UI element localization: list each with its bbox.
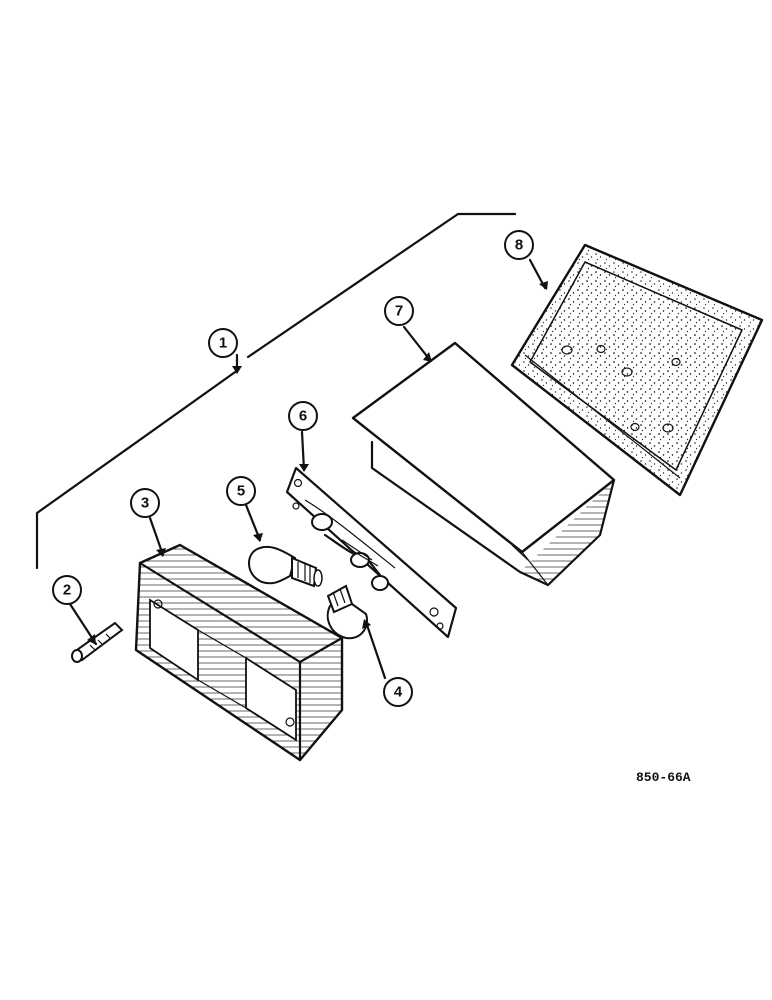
part-3-lens [134,543,344,762]
callout-2-label: 2 [63,582,71,599]
callout-8: 8 [504,230,534,260]
part-2-screw [71,621,124,663]
callout-6-label: 6 [299,408,307,425]
part-8-mounting-tray [510,243,764,497]
callout-2: 2 [52,575,82,605]
callout-7-label: 7 [395,303,403,320]
part-4-bulb [326,584,368,640]
drawing-code: 850-66A [636,770,691,785]
assembly-bracket-line [35,212,517,570]
callout-3-label: 3 [141,495,149,512]
callout-1-label: 1 [219,335,227,352]
callout-5-label: 5 [237,483,245,500]
arrowheads [87,281,548,645]
leader-lines [68,258,547,680]
callout-4: 4 [383,677,413,707]
callout-1: 1 [208,328,238,358]
callout-8-label: 8 [515,237,523,254]
callout-6: 6 [288,401,318,431]
part-5-bulb [248,546,323,588]
part-6-bulb-holder-plate [285,466,458,639]
callout-5: 5 [226,476,256,506]
callout-4-label: 4 [394,684,403,701]
callout-7: 7 [384,296,414,326]
part-7-lamp-housing [351,341,616,587]
callout-3: 3 [130,488,160,518]
